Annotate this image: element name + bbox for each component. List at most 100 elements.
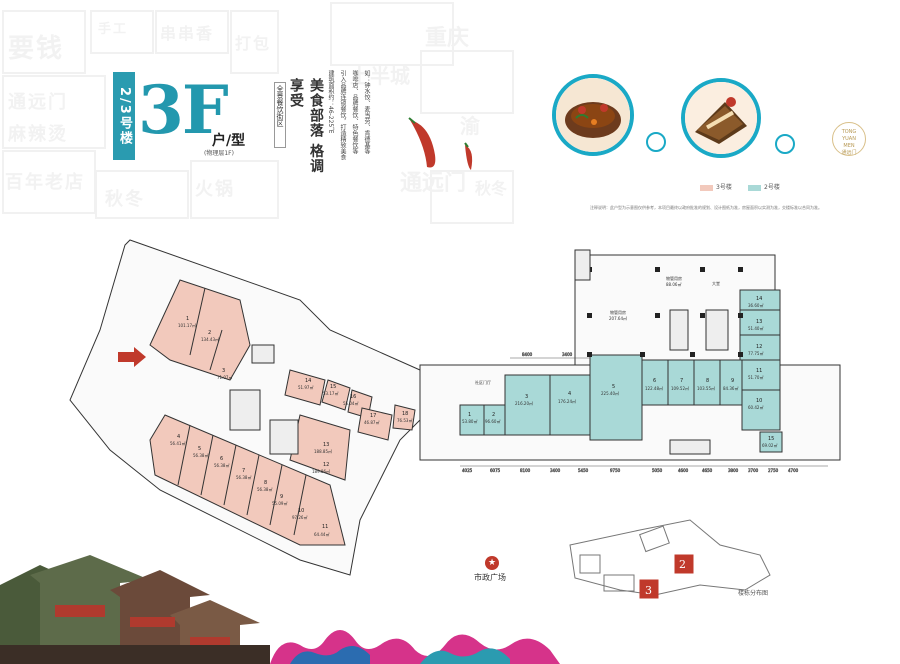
dim-label: 3700 [748,468,759,473]
unit-area: 176.24㎡ [558,398,576,404]
unit-number: 12 [756,344,762,350]
unit-area: 188.85㎡ [314,448,332,454]
cake-icon [775,134,795,154]
site-marker-2: 2 [679,558,686,571]
lobby-label: 大堂 [712,280,720,286]
unit-number: 2 [208,330,211,336]
unit-area: 55.09㎡ [272,500,287,506]
unit-number: 6 [220,456,223,462]
dim-label: 5450 [578,468,589,473]
unit-area: 103.55㎡ [697,385,715,391]
description-line: 咖啡店、品牌餐饮、特色餐饮等 [351,70,358,154]
bg-word: 火锅 [195,179,235,200]
dim-label: 3400 [562,352,573,357]
dimension-strings: 4025 6075 8100 3400 5450 9750 5050 4600 … [460,352,828,473]
unit-number: 17 [370,413,376,419]
traditional-building-illustration [0,555,270,664]
unit-area: 216.20㎡ [515,400,533,406]
property-room-area: 88.06㎡ [666,281,681,287]
unit-number: 12 [323,462,329,468]
brand-seal: TONG YUAN MEN 通远门 [832,122,866,156]
unit-number: 15 [330,384,336,390]
bg-word: 打包 [235,34,272,53]
unit-number: 7 [242,468,245,474]
legend-label: 3号楼 [716,184,732,191]
background-word-collage: 要钱 手工 串串香 打包 通远门 麻辣烫 百年老店 秋冬 火锅 [0,0,280,225]
unit-area: 46.87㎡ [364,419,379,425]
unit-area: 189.86㎡ [312,468,330,474]
building-3-plan [69,239,431,576]
dim-label: 8100 [520,468,531,473]
bg-word: 通远门 [400,171,467,196]
seal-text: 通远门 [841,150,857,156]
unit-area: 56.38㎡ [257,486,272,492]
unit-area: 64.44㎡ [314,531,329,537]
description-line: 建筑面积约：46-225㎡ [327,70,334,134]
unit-number: 3 [222,368,225,374]
unit-number: 13 [756,319,762,325]
side-box-label: 全景餐饮街区 [274,82,286,148]
unit-number: 14 [305,378,311,384]
unit-area: 55.04㎡ [343,400,358,406]
unit-number: 4 [568,391,571,397]
bg-word: 秋冬 [105,189,145,210]
dim-label: 3800 [728,468,739,473]
star-icon: ★ [485,556,499,570]
dining-icon [646,132,666,152]
unit-area: 60.42㎡ [748,404,763,410]
legend-item-building3: 3号楼 [700,182,732,191]
unit-number: 1 [468,412,471,418]
legend-label: 2号楼 [764,184,780,191]
dim-label: 8400 [522,352,533,357]
dim-label: 5050 [652,468,663,473]
unit-number: 9 [731,378,734,384]
unit-number: 2 [492,412,495,418]
unit-number: 10 [298,508,304,514]
unit-number: 11 [756,368,762,374]
unit-number: 15 [768,436,774,442]
food-photo-circle [681,78,761,158]
unit-number: 14 [756,296,762,302]
bg-word: 上半城 [350,64,410,88]
bg-word: 百年老店 [5,172,85,193]
unit-number: 16 [350,394,356,400]
seal-text: TONG [841,129,857,135]
unit-area: 225.40㎡ [601,390,619,396]
site-location-map: 2 3 [569,519,771,599]
unit-area: 51.70㎡ [748,374,763,380]
bg-word: 麻辣烫 [8,124,68,145]
unit-area: 122.48㎡ [645,385,663,391]
bg-word: 渝 [460,114,480,138]
dim-label: 2750 [768,468,779,473]
unit-area: 96.60㎡ [485,418,500,424]
bg-word: 串串香 [160,24,215,43]
unit-number: 5 [198,446,201,452]
unit-area: 97.26㎡ [292,514,307,520]
property-room-label: 物管用房 [610,309,626,315]
unit-number: 9 [280,494,283,500]
slogan: 美食部落 格调享受 [288,78,324,174]
seal-text: MEN [843,143,855,149]
unit-area: 53.80㎡ [462,418,477,424]
bg-word: 通远门 [8,92,68,113]
legend-swatch [700,184,713,191]
unit-number: 1 [186,316,189,322]
type-label: 户/型 [212,133,246,149]
description-line: 引入品牌连锁餐饮，打造精致美食 [339,70,346,160]
building-2-plan [419,249,841,461]
decorative-wave-pattern [270,630,560,664]
unit-area: 134.43㎡ [201,336,219,342]
unit-area: 84.36㎡ [723,385,738,391]
building-2-unit-labels: 1 53.80㎡ 2 96.60㎡ 3 216.20㎡ 4 176.24㎡ 5 … [462,275,777,448]
food-photo-circle [552,74,634,156]
unit-area: 56.38㎡ [214,462,229,468]
unit-number: 10 [756,398,762,404]
unit-area: 69.02㎡ [762,442,777,448]
unit-area: 36.60㎡ [748,302,763,308]
unit-number: 13 [323,442,329,448]
dim-label: 3400 [550,468,561,473]
dim-label: 4700 [788,468,799,473]
bg-word: 要钱 [8,34,65,64]
bg-word: 手工 [98,22,129,37]
unit-area: 56.38㎡ [193,452,208,458]
